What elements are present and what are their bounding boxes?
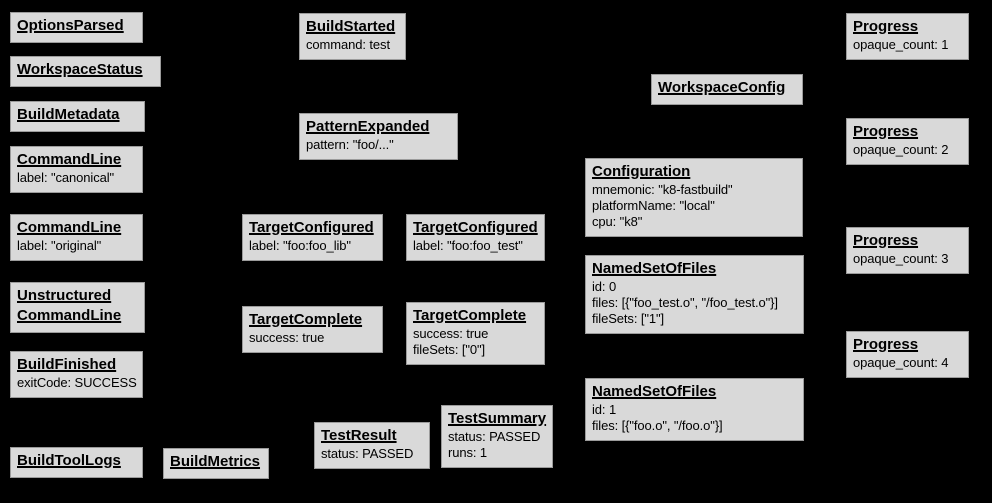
node-build-started: BuildStarted command: test xyxy=(299,13,406,60)
node-configuration: Configuration mnemonic: "k8-fastbuild" p… xyxy=(585,158,803,237)
node-title: TargetComplete xyxy=(249,311,363,328)
node-attr: command: test xyxy=(306,37,390,52)
node-title: TargetConfigured xyxy=(413,219,538,236)
node-title: Unstructured CommandLine xyxy=(17,287,122,324)
node-attr: success: true xyxy=(249,330,325,345)
node-named-set-of-files-1: NamedSetOfFiles id: 1 files: [{"foo.o", … xyxy=(585,378,804,441)
node-command-line-original: CommandLine label: "original" xyxy=(10,214,143,261)
node-progress-1: Progress opaque_count: 1 xyxy=(846,13,969,60)
node-attr: opaque_count: 1 xyxy=(853,37,949,52)
node-attr: fileSets: ["1"] xyxy=(592,311,665,326)
node-title: PatternExpanded xyxy=(306,118,430,135)
node-attr: label: "canonical" xyxy=(17,170,115,185)
node-build-metrics: BuildMetrics xyxy=(163,448,269,479)
node-progress-3: Progress opaque_count: 3 xyxy=(846,227,969,274)
node-unstructured-command-line: Unstructured CommandLine xyxy=(10,282,145,333)
node-attr: fileSets: ["0"] xyxy=(413,342,486,357)
node-attr: mnemonic: "k8-fastbuild" xyxy=(592,182,733,197)
node-attr: runs: 1 xyxy=(448,445,488,460)
node-title: TargetComplete xyxy=(413,307,527,324)
node-title: BuildMetrics xyxy=(170,453,261,470)
node-attr: success: true xyxy=(413,326,489,341)
node-title: Progress xyxy=(853,232,919,249)
node-title: OptionsParsed xyxy=(17,17,124,34)
node-title: Progress xyxy=(853,336,919,353)
node-attr: label: "original" xyxy=(17,238,102,253)
node-attr: pattern: "foo/..." xyxy=(306,137,394,152)
node-attr: cpu: "k8" xyxy=(592,214,643,229)
node-progress-2: Progress opaque_count: 2 xyxy=(846,118,969,165)
node-title: BuildStarted xyxy=(306,18,396,35)
node-title: TestSummary xyxy=(448,410,547,427)
node-title: WorkspaceStatus xyxy=(17,61,143,78)
node-target-configured-foo-test: TargetConfigured label: "foo:foo_test" xyxy=(406,214,545,261)
node-workspace-config: WorkspaceConfig xyxy=(651,74,803,105)
node-workspace-status: WorkspaceStatus xyxy=(10,56,161,87)
node-attr: id: 0 xyxy=(592,279,617,294)
node-build-tool-logs: BuildToolLogs xyxy=(10,447,143,478)
node-title: WorkspaceConfig xyxy=(658,79,786,96)
node-command-line-canonical: CommandLine label: "canonical" xyxy=(10,146,143,193)
node-title: NamedSetOfFiles xyxy=(592,383,717,400)
node-target-complete-foo-lib: TargetComplete success: true xyxy=(242,306,383,353)
node-build-metadata: BuildMetadata xyxy=(10,101,145,132)
node-options-parsed: OptionsParsed xyxy=(10,12,143,43)
node-attr: exitCode: SUCCESS xyxy=(17,375,137,390)
node-attr: opaque_count: 2 xyxy=(853,142,949,157)
node-attr: status: PASSED xyxy=(448,429,541,444)
node-attr: platformName: "local" xyxy=(592,198,715,213)
node-attr: id: 1 xyxy=(592,402,617,417)
node-title: Configuration xyxy=(592,163,691,180)
node-test-result: TestResult status: PASSED xyxy=(314,422,430,469)
node-build-finished: BuildFinished exitCode: SUCCESS xyxy=(10,351,143,398)
node-target-configured-foo-lib: TargetConfigured label: "foo:foo_lib" xyxy=(242,214,383,261)
node-title: CommandLine xyxy=(17,151,122,168)
node-attr: opaque_count: 3 xyxy=(853,251,949,266)
node-title: TestResult xyxy=(321,427,397,444)
node-title: BuildToolLogs xyxy=(17,452,121,469)
node-attr: label: "foo:foo_lib" xyxy=(249,238,351,253)
node-named-set-of-files-0: NamedSetOfFiles id: 0 files: [{"foo_test… xyxy=(585,255,804,334)
node-attr: files: [{"foo_test.o", "/foo_test.o"}] xyxy=(592,295,778,310)
node-target-complete-foo-test: TargetComplete success: true fileSets: [… xyxy=(406,302,545,365)
node-attr: status: PASSED xyxy=(321,446,414,461)
node-title: CommandLine xyxy=(17,219,122,236)
node-pattern-expanded: PatternExpanded pattern: "foo/..." xyxy=(299,113,458,160)
node-title: Progress xyxy=(853,18,919,35)
node-progress-4: Progress opaque_count: 4 xyxy=(846,331,969,378)
node-title: Progress xyxy=(853,123,919,140)
node-attr: opaque_count: 4 xyxy=(853,355,949,370)
node-attr: files: [{"foo.o", "/foo.o"}] xyxy=(592,418,723,433)
node-attr: label: "foo:foo_test" xyxy=(413,238,523,253)
node-title: TargetConfigured xyxy=(249,219,374,236)
node-test-summary: TestSummary status: PASSED runs: 1 xyxy=(441,405,553,468)
node-title: BuildFinished xyxy=(17,356,117,373)
node-title: BuildMetadata xyxy=(17,106,120,123)
node-title: NamedSetOfFiles xyxy=(592,260,717,277)
